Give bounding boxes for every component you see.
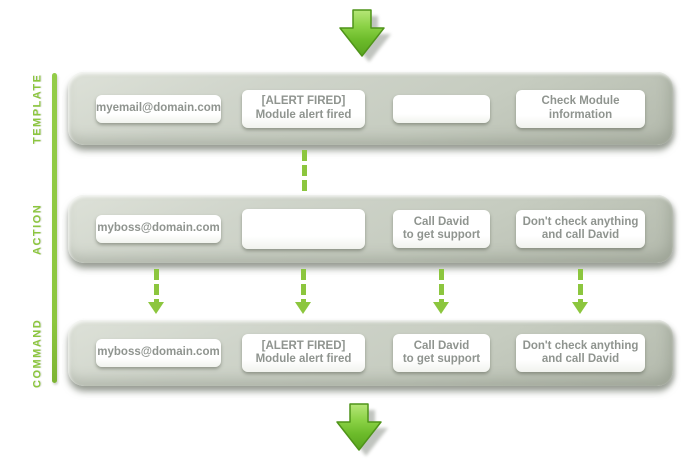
- box-line: Module alert fired: [255, 108, 352, 121]
- row-label-template: TEMPLATE: [31, 73, 44, 144]
- box-line: Call David: [413, 215, 470, 228]
- command-call-box: Call David to get support: [393, 334, 490, 372]
- arrowhead-icon: [148, 302, 164, 314]
- action-to-command-arrow-4: [572, 269, 589, 315]
- arrowhead-icon: [572, 302, 588, 314]
- command-instruction-box: Don't check anything and call David: [516, 334, 645, 372]
- box-line: myboss@domain.com: [97, 222, 220, 235]
- box-line: information: [548, 108, 613, 121]
- flow-end-down-arrow-icon: [329, 401, 391, 459]
- action-email-box: myboss@domain.com: [96, 215, 221, 243]
- dashed-line: [301, 269, 306, 303]
- action-to-command-arrow-3: [433, 269, 450, 315]
- dashed-line: [439, 269, 444, 303]
- box-line: Module alert fired: [255, 353, 352, 365]
- side-rail-line: [52, 73, 57, 383]
- command-bar: myboss@domain.com [ALERT FIRED] Module a…: [68, 320, 673, 386]
- box-line: to get support: [402, 229, 481, 241]
- box-line: to get support: [402, 353, 481, 365]
- template-field-box: Check Module information: [516, 89, 645, 128]
- template-subject-box: [ALERT FIRED] Module alert fired: [242, 89, 365, 128]
- box-line: Don't check anything: [522, 215, 639, 228]
- box-line: and call David: [541, 353, 620, 365]
- box-line: [ALERT FIRED]: [261, 95, 346, 107]
- action-empty-box: [242, 209, 365, 249]
- template-to-action-connector: [302, 150, 307, 195]
- dashed-line: [154, 269, 159, 303]
- command-subject-box: [ALERT FIRED] Module alert fired: [242, 334, 365, 372]
- box-line: Don't check anything: [522, 339, 639, 352]
- row-label-command: COMMAND: [31, 318, 44, 388]
- template-bar: myemail@domain.com [ALERT FIRED] Module …: [68, 72, 673, 145]
- action-to-command-arrow-1: [148, 269, 165, 315]
- box-line: [ALERT FIRED]: [261, 339, 346, 352]
- action-to-command-arrow-2: [295, 269, 312, 315]
- action-instruction-box: Don't check anything and call David: [516, 210, 645, 248]
- row-label-action: ACTION: [31, 203, 44, 255]
- template-email-box: myemail@domain.com: [96, 94, 221, 123]
- box-line: and call David: [541, 229, 620, 241]
- template-empty-box: [393, 94, 490, 123]
- command-email-box: myboss@domain.com: [96, 339, 221, 367]
- box-line: Check Module: [541, 95, 620, 107]
- dashed-line: [578, 269, 583, 303]
- flow-start-down-arrow-icon: [332, 7, 394, 65]
- action-call-box: Call David to get support: [393, 210, 490, 248]
- box-line: myemail@domain.com: [96, 101, 221, 114]
- arrowhead-icon: [433, 302, 449, 314]
- arrowhead-icon: [295, 302, 311, 314]
- box-line: myboss@domain.com: [97, 346, 220, 359]
- action-bar: myboss@domain.com Call David to get supp…: [68, 195, 673, 263]
- box-line: Call David: [413, 339, 470, 352]
